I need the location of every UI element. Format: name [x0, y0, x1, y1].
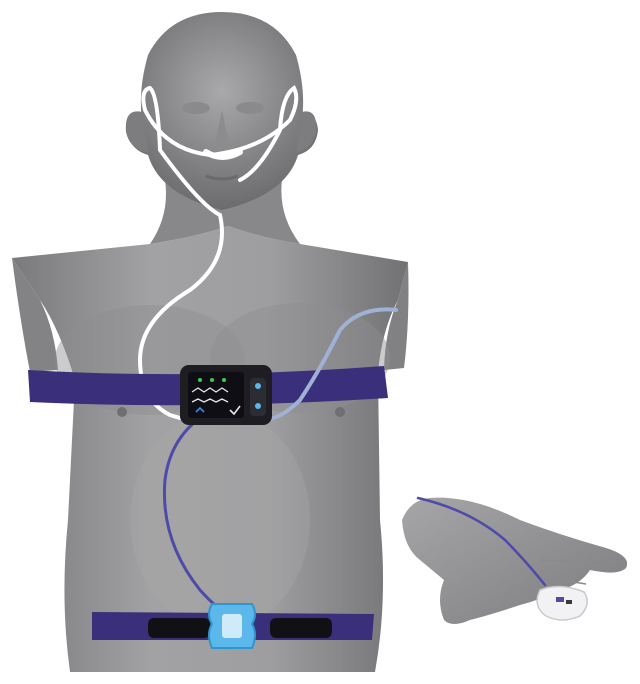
right-eye [236, 102, 264, 114]
right-nipple [335, 407, 345, 417]
left-eye [182, 102, 210, 114]
wearable-monitor-icon [180, 365, 272, 425]
pulse-oximeter-icon [537, 586, 587, 620]
left-nipple [117, 407, 127, 417]
belt-pad-left [148, 618, 210, 638]
abdomen-shading [130, 410, 310, 630]
belt-buckle-icon [209, 604, 255, 648]
belt-pad-right [270, 618, 332, 638]
